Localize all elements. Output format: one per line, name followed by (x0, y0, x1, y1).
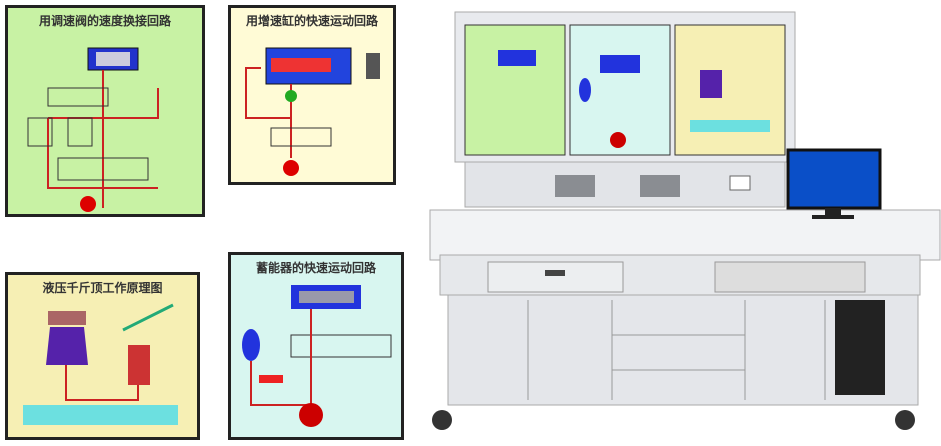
bench-screen-2 (569, 24, 671, 156)
diagram-booster-cylinder-circuit: 用增速缸的快速运动回路 (228, 5, 396, 185)
jack-drawing (23, 303, 178, 425)
watermark: LISONG (455, 278, 558, 302)
diagram-speed-switch-circuit: 用调速阀的速度换接回路 (5, 5, 205, 217)
panel-title: 用调速阀的速度换接回路 (38, 14, 171, 28)
bench-screen-1 (464, 24, 566, 156)
panel-title: 用增速缸的快速运动回路 (245, 14, 378, 28)
diagram-accumulator-circuit: 蓄能器的快速运动回路 (228, 252, 404, 440)
diagram-hydraulic-jack: 液压千斤顶工作原理图 (5, 272, 200, 440)
panel-title: 液压千斤顶工作原理图 (42, 281, 163, 295)
circuit-drawing (242, 285, 392, 427)
bench-screen-3 (674, 24, 786, 156)
panel-title: 蓄能器的快速运动回路 (255, 261, 376, 275)
monitor (786, 148, 882, 210)
circuit-drawing (245, 47, 380, 176)
circuit-drawing (27, 47, 159, 212)
